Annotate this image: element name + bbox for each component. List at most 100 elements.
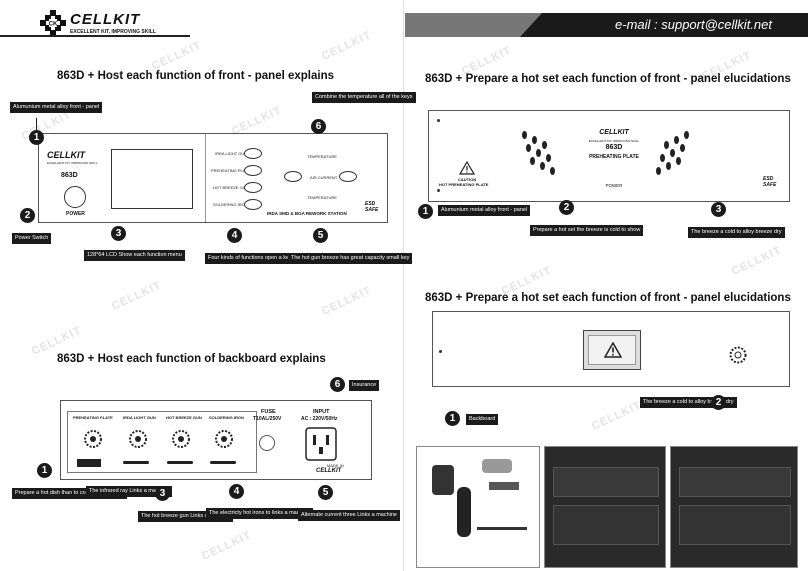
vent-hole [670, 149, 675, 157]
vent-hole [674, 136, 679, 144]
callout-label-b4: The electricty hot irons to links a mach… [206, 508, 313, 519]
key-label: SOLDERING IRON [213, 202, 248, 207]
cable-icon [167, 461, 193, 464]
screw-dot [439, 350, 442, 353]
preheat-back-heading: 863D + Prepare a hot set each function o… [425, 292, 791, 304]
callout-number-rb1: 1 [445, 411, 460, 426]
warning-plate [583, 330, 641, 370]
brand-logo: CK CELLKIT EXCELLENT KIT, IMPROVING SKIL… [40, 10, 170, 36]
callout-label-r1: Alumunium metal alloy front - panel [438, 205, 531, 216]
preheat-model: 863D [605, 144, 623, 151]
up-arrow-button [339, 171, 357, 182]
watermark: CELLKIT [109, 279, 164, 313]
station-top-unit [679, 467, 791, 497]
accessory-item [457, 487, 471, 537]
port-group [67, 411, 257, 473]
preheat-backboard-diagram [432, 311, 790, 387]
watermark: CELLKIT [199, 529, 254, 563]
station-bottom-unit [679, 505, 791, 545]
port-label: SOLDERING IRON [209, 415, 244, 420]
hot-breeze-key-button [244, 182, 262, 193]
panel-model: 863D [61, 172, 78, 179]
station-rear-photo [544, 446, 666, 568]
callout-number-3: 3 [111, 226, 126, 241]
front-panel-diagram: CELLKIT EXCELLENT KIT, IMPROVING SKILL 8… [38, 133, 388, 223]
warning-plate-inner [588, 335, 636, 365]
brand-name: CELLKIT [70, 11, 141, 28]
irda-key-button [244, 148, 262, 159]
vent-hole [660, 154, 665, 162]
watermark: CELLKIT [729, 244, 784, 278]
backboard-brand: CELLKIT [316, 468, 342, 474]
callout-number-5: 5 [313, 228, 328, 243]
station-bottom-unit [553, 505, 659, 545]
fuse-value: T10AL/250V [253, 416, 282, 422]
callout-number-b6: 6 [330, 377, 345, 392]
callout-number-r3: 3 [711, 202, 726, 217]
backboard-diagram: PREHEATING PLATE IRDA LIGHT GUN HOT BREE… [60, 400, 372, 480]
screw-dot [437, 189, 440, 192]
irda-port-icon [129, 430, 147, 448]
panel-tagline: EXCELLENT KIT, IMPROVING SKILL [47, 161, 98, 165]
screw-dot [437, 119, 440, 122]
callout-label-b2: The infrared ray Links a machine [86, 486, 173, 497]
callout-label-b1: Prepare a hot dish than to contect a mac… [12, 488, 128, 499]
accessories-photo [416, 446, 540, 568]
callout-label-b6: Insurance [349, 380, 380, 391]
accessory-item [477, 527, 527, 530]
callout-number-2: 2 [20, 208, 35, 223]
header-band [520, 13, 808, 37]
watermark: CELLKIT [319, 284, 374, 318]
callout-number-1: 1 [29, 130, 44, 145]
preheat-panel-diagram: CAUTION HOT PREHEATING PLATE CELLKIT EXC… [428, 110, 790, 202]
vent-hole [536, 149, 541, 157]
vent-hole [540, 162, 545, 170]
input-value: AC : 220V/50Hz [301, 416, 338, 422]
cable-icon [123, 461, 149, 464]
page-spine [403, 0, 404, 571]
vent-hole [550, 167, 555, 175]
callout-label-b3: The hot breeze gun Links a machine [138, 511, 233, 522]
callout-label-r3: The breeze a cold to alloy breeze dry [688, 227, 785, 238]
station-name: IRDA SMD & BGA REWORK STATION [267, 211, 347, 216]
fuse-title: FUSE [261, 409, 276, 415]
header-rule [0, 35, 190, 37]
esd-badge: ESD SAFE [365, 201, 379, 213]
preheat-brand: CELLKIT [599, 129, 629, 136]
front-panel-heading: 863D + Host each function of front - pan… [57, 70, 335, 82]
power-socket-icon [305, 427, 337, 461]
callout-number-b3: 3 [155, 486, 170, 501]
temp-up-label: TEMPERATURE [307, 154, 337, 159]
station-front-photo [670, 446, 798, 568]
callout-line [36, 118, 37, 134]
key-label: IRDA LIGHT GUN [215, 151, 248, 156]
fuse-holder [259, 435, 275, 451]
vent-hole [680, 144, 685, 152]
heater-plate-icon [77, 459, 101, 467]
callout-number-4: 4 [227, 228, 242, 243]
callout-number-b1: 1 [37, 463, 52, 478]
preheat-tagline: EXCELLENT KIT, IMPROVING SKILL [588, 139, 640, 143]
hot-breeze-port-icon [172, 430, 190, 448]
callout-label-rb2: The breeze a cold to alloy breeze dry [640, 397, 737, 408]
vent-hole [656, 167, 661, 175]
preheat-port-icon [84, 430, 102, 448]
preheat-power-label: POWER [605, 183, 623, 188]
brand-tagline: EXCELLENT KIT, IMPROVING SKILL [70, 29, 156, 35]
watermark: CELLKIT [319, 29, 374, 63]
preheat-esd-badge: ESD SAFE [763, 176, 777, 188]
preheat-key-button [244, 165, 262, 176]
vent-hole [522, 131, 527, 139]
caution-sub-label: HOT PREHEATING PLATE [439, 182, 489, 187]
soldering-port-icon [215, 430, 233, 448]
logo-mark-icon: CK [40, 10, 66, 36]
vent-hole [530, 157, 535, 165]
vent-hole [684, 131, 689, 139]
callout-number-r1: 1 [418, 204, 433, 219]
vent-hole [676, 157, 681, 165]
vent-hole [664, 141, 669, 149]
vent-hole [532, 136, 537, 144]
down-arrow-button [284, 171, 302, 182]
callout-label-5: The hot gun breeze has great capacity sm… [288, 253, 413, 264]
caution-label: CAUTION [458, 177, 477, 182]
